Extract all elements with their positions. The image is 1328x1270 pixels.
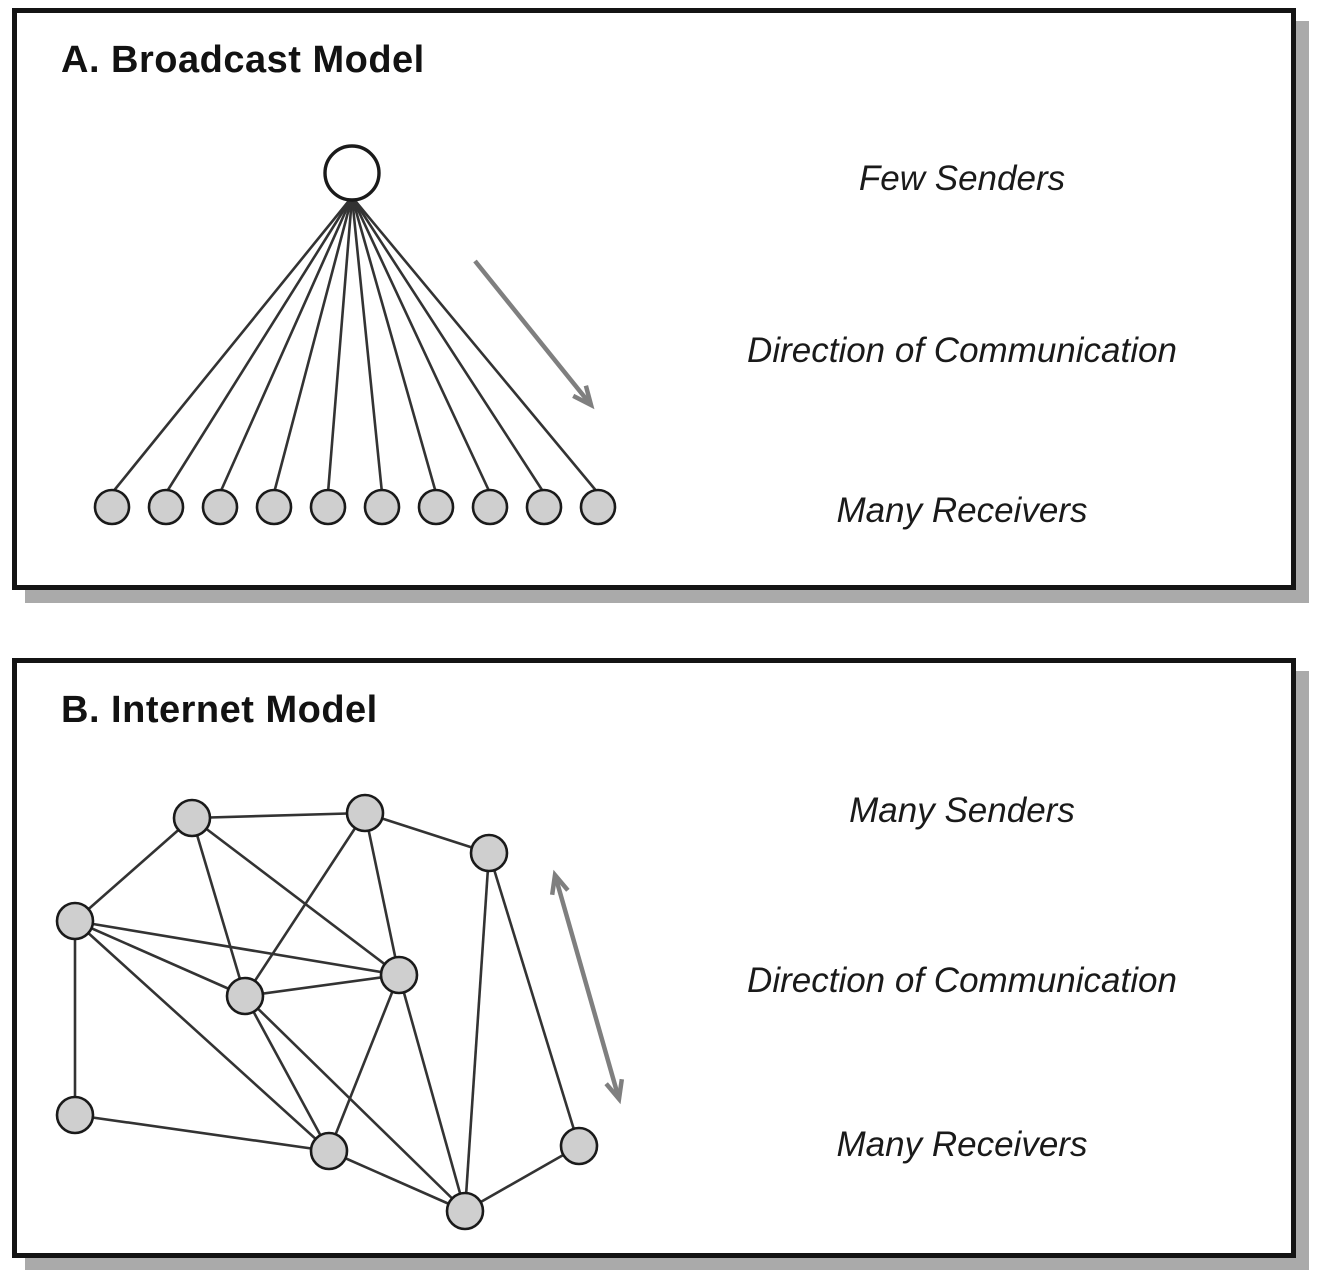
mesh-node [379,955,419,995]
broadcast-link [164,196,354,494]
mesh-edge [244,995,466,1212]
direction-arrow-bidirectional [552,874,622,1100]
receiver-node [579,488,617,526]
broadcast-model-panel: A. Broadcast Model Few Senders Direction… [12,8,1296,590]
mesh-edge [243,812,367,997]
broadcast-link [350,196,438,494]
mesh-edge [464,1144,580,1213]
mesh-edge [487,852,581,1147]
mesh-node [469,833,509,873]
mesh-node [345,793,385,833]
broadcast-link [350,196,384,494]
internet-label-direction: Direction of Communication [747,961,1177,1000]
broadcast-link [350,196,492,494]
internet-diagram [55,793,625,1231]
mesh-edge [191,816,400,977]
mesh-edge [244,973,400,998]
receiver-node [255,488,293,526]
internet-label-receivers: Many Receivers [836,1125,1088,1164]
receiver-node [417,488,455,526]
broadcast-link [351,196,599,494]
receiver-node [201,488,239,526]
arrowhead [572,385,595,410]
broadcast-diagram [93,144,617,526]
mesh-node [309,1131,349,1171]
mesh-node [225,976,265,1016]
mesh-edge [328,1149,466,1213]
receiver-node [93,488,131,526]
sender-hub-node [323,144,381,202]
receiver-node [363,488,401,526]
mesh-edge [327,974,401,1152]
receiver-node [471,488,509,526]
mesh-edge [74,920,330,1152]
mesh-edge [190,817,247,997]
broadcast-link [272,196,354,494]
broadcast-link [110,196,354,494]
broadcast-link [350,196,546,494]
broadcast-link [326,196,354,494]
mesh-edge [243,995,331,1152]
receiver-node [147,488,185,526]
mesh-edge [74,919,246,998]
direction-arrow-down [473,259,593,407]
mesh-node [55,901,95,941]
internet-panel-title: B. Internet Model [61,689,378,731]
broadcast-panel-title: A. Broadcast Model [61,39,425,81]
arrowhead [604,1078,625,1105]
mesh-edge [191,811,366,820]
internet-label-many-senders: Many Senders [849,791,1075,830]
mesh-node [559,1126,599,1166]
receiver-node [309,488,347,526]
internet-model-panel: B. Internet Model Many Senders Direction… [12,658,1296,1258]
broadcast-label-few-senders: Few Senders [858,159,1066,198]
mesh-node [55,1095,95,1135]
receiver-node [525,488,563,526]
mesh-edge [363,812,401,976]
mesh-edge [397,974,467,1212]
mesh-edge [74,1113,330,1153]
broadcast-label-receivers: Many Receivers [836,491,1088,530]
broadcast-link [218,196,354,494]
arrowhead [549,869,570,896]
mesh-edge [74,919,400,977]
mesh-node [445,1191,485,1231]
mesh-edge [74,817,193,922]
broadcast-label-direction: Direction of Communication [747,331,1177,370]
mesh-edge [463,852,491,1212]
mesh-node [172,798,212,838]
mesh-edge [364,811,490,855]
